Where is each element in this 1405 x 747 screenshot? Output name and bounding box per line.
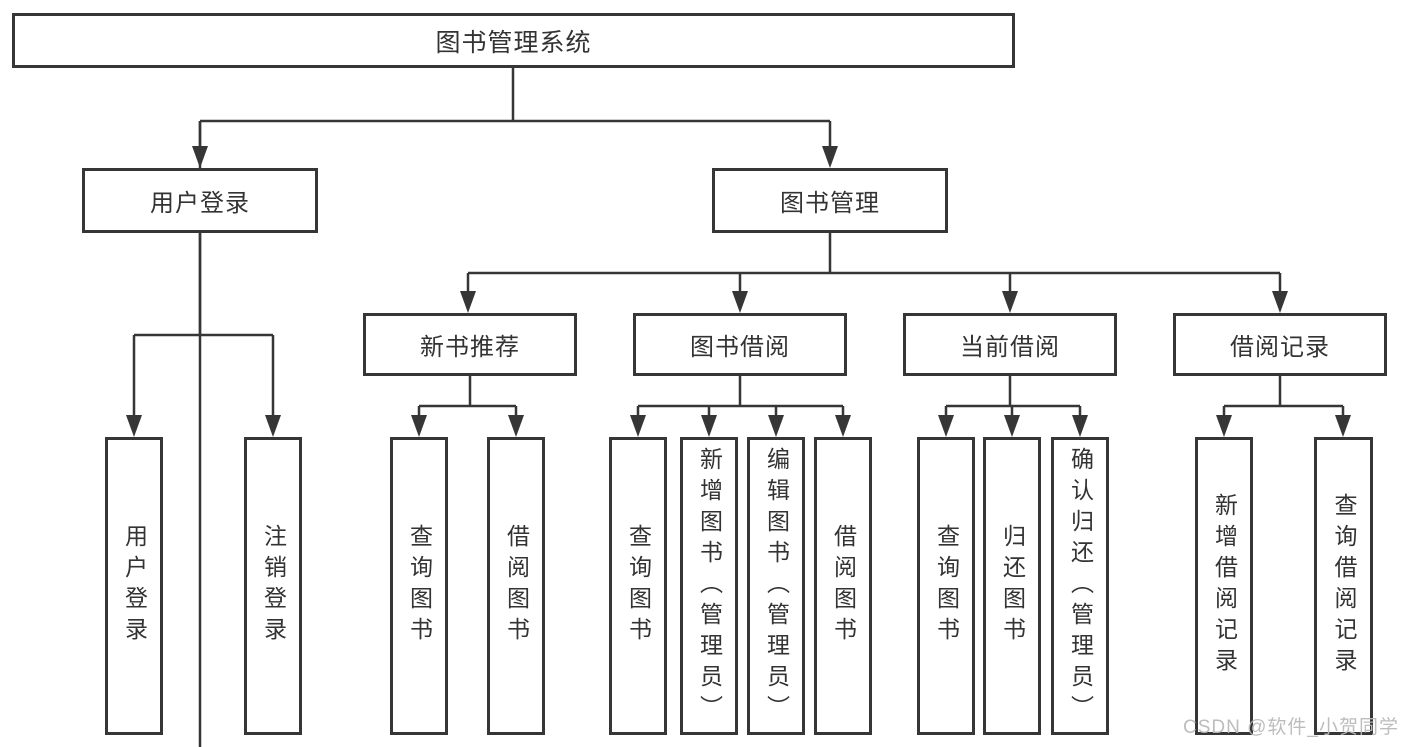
leaf-query-books-borrow: 查询图书 (609, 437, 667, 735)
leaf-label: 查询借阅记录 (1331, 493, 1357, 679)
node-label: 图书管理 (780, 190, 880, 217)
leaf-query-books-current: 查询图书 (917, 437, 975, 735)
leaf-edit-books-admin: 编辑图书（管理员） (747, 437, 805, 735)
leaf-logout: 注销登录 (244, 437, 302, 735)
node-label: 图书管理系统 (435, 28, 592, 57)
node-new-book-recommend: 新书推荐 (363, 313, 577, 376)
leaf-label: 注销登录 (260, 524, 287, 648)
leaf-label: 查询图书 (406, 524, 433, 648)
leaf-label: 编辑图书（管理员） (763, 446, 790, 726)
leaf-label: 查询图书 (933, 524, 960, 648)
node-current-borrow: 当前借阅 (903, 313, 1117, 376)
leaf-label: 新增借阅记录 (1211, 493, 1238, 679)
leaf-user-login: 用户登录 (105, 437, 163, 735)
leaf-confirm-return-admin: 确认归还（管理员） (1051, 437, 1109, 735)
node-label: 借阅记录 (1230, 334, 1330, 361)
leaf-label: 查询图书 (625, 524, 652, 648)
node-book-borrow: 图书借阅 (633, 313, 847, 376)
leaf-label: 归还图书 (999, 524, 1026, 648)
leaf-label: 新增图书（管理员） (696, 446, 723, 726)
node-user-login: 用户登录 (82, 168, 318, 233)
leaf-add-books-admin: 新增图书（管理员） (680, 437, 738, 735)
arrowheads (126, 146, 1351, 437)
node-label: 用户登录 (150, 190, 250, 217)
csdn-watermark: CSDN @软件_小贺同学 (1183, 717, 1399, 738)
leaf-label: 借阅图书 (830, 524, 857, 648)
node-label: 图书借阅 (690, 334, 790, 361)
leaf-label: 确认归还（管理员） (1067, 446, 1094, 726)
leaf-borrow-books: 借阅图书 (814, 437, 872, 735)
leaf-query-books-recommend: 查询图书 (390, 437, 448, 735)
node-borrow-records: 借阅记录 (1173, 313, 1387, 376)
node-system-root: 图书管理系统 (12, 13, 1015, 68)
node-label: 新书推荐 (420, 334, 520, 361)
leaf-return-books: 归还图书 (983, 437, 1041, 735)
leaf-query-borrow-record: 查询借阅记录 (1314, 437, 1373, 735)
leaf-add-borrow-record: 新增借阅记录 (1195, 437, 1253, 735)
node-label: 当前借阅 (960, 334, 1060, 361)
leaf-label: 用户登录 (121, 524, 148, 648)
leaf-label: 借阅图书 (503, 524, 530, 648)
leaf-borrow-books-recommend: 借阅图书 (487, 437, 545, 735)
node-book-management: 图书管理 (712, 168, 948, 233)
